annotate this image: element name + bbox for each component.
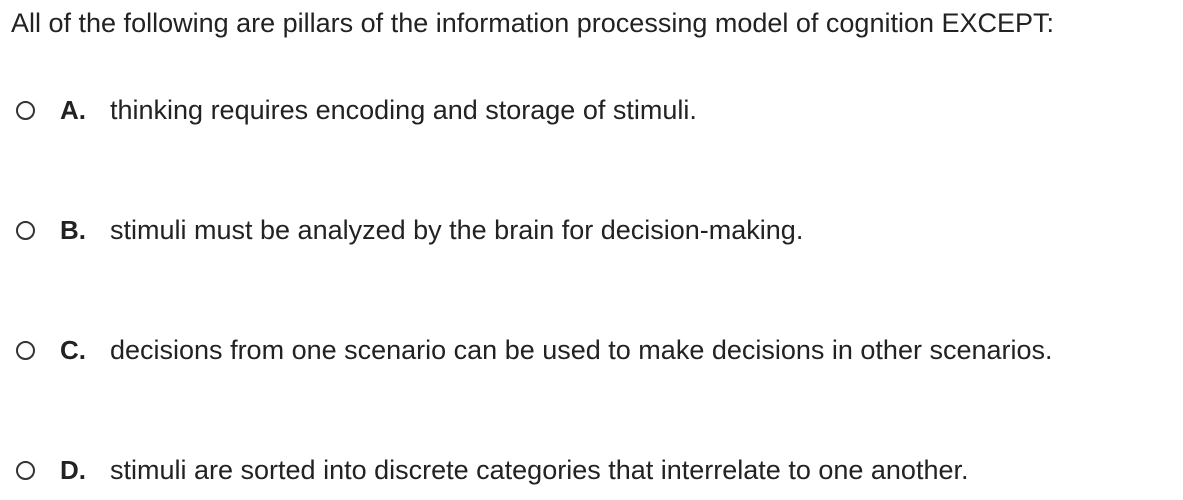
- answer-option-d[interactable]: D. stimuli are sorted into discrete cate…: [16, 450, 968, 490]
- answer-option-a[interactable]: A. thinking requires encoding and storag…: [16, 90, 697, 130]
- option-text-b: stimuli must be analyzed by the brain fo…: [110, 214, 804, 245]
- option-text-a: thinking requires encoding and storage o…: [110, 94, 697, 125]
- option-letter-a: A.: [60, 94, 86, 125]
- option-letter-b: B.: [60, 214, 86, 245]
- option-letter-c: C.: [60, 334, 86, 365]
- answer-option-b[interactable]: B. stimuli must be analyzed by the brain…: [16, 210, 803, 250]
- option-letter-d: D.: [60, 454, 86, 485]
- option-text-d: stimuli are sorted into discrete categor…: [110, 454, 969, 485]
- radio-button-b[interactable]: [16, 220, 35, 240]
- question-text: All of the following are pillars of the …: [11, 8, 1055, 38]
- radio-button-d[interactable]: [16, 460, 35, 480]
- option-text-c: decisions from one scenario can be used …: [110, 334, 1053, 365]
- radio-button-c[interactable]: [16, 340, 35, 360]
- radio-button-a[interactable]: [16, 100, 35, 120]
- answer-option-c[interactable]: C. decisions from one scenario can be us…: [16, 330, 1053, 370]
